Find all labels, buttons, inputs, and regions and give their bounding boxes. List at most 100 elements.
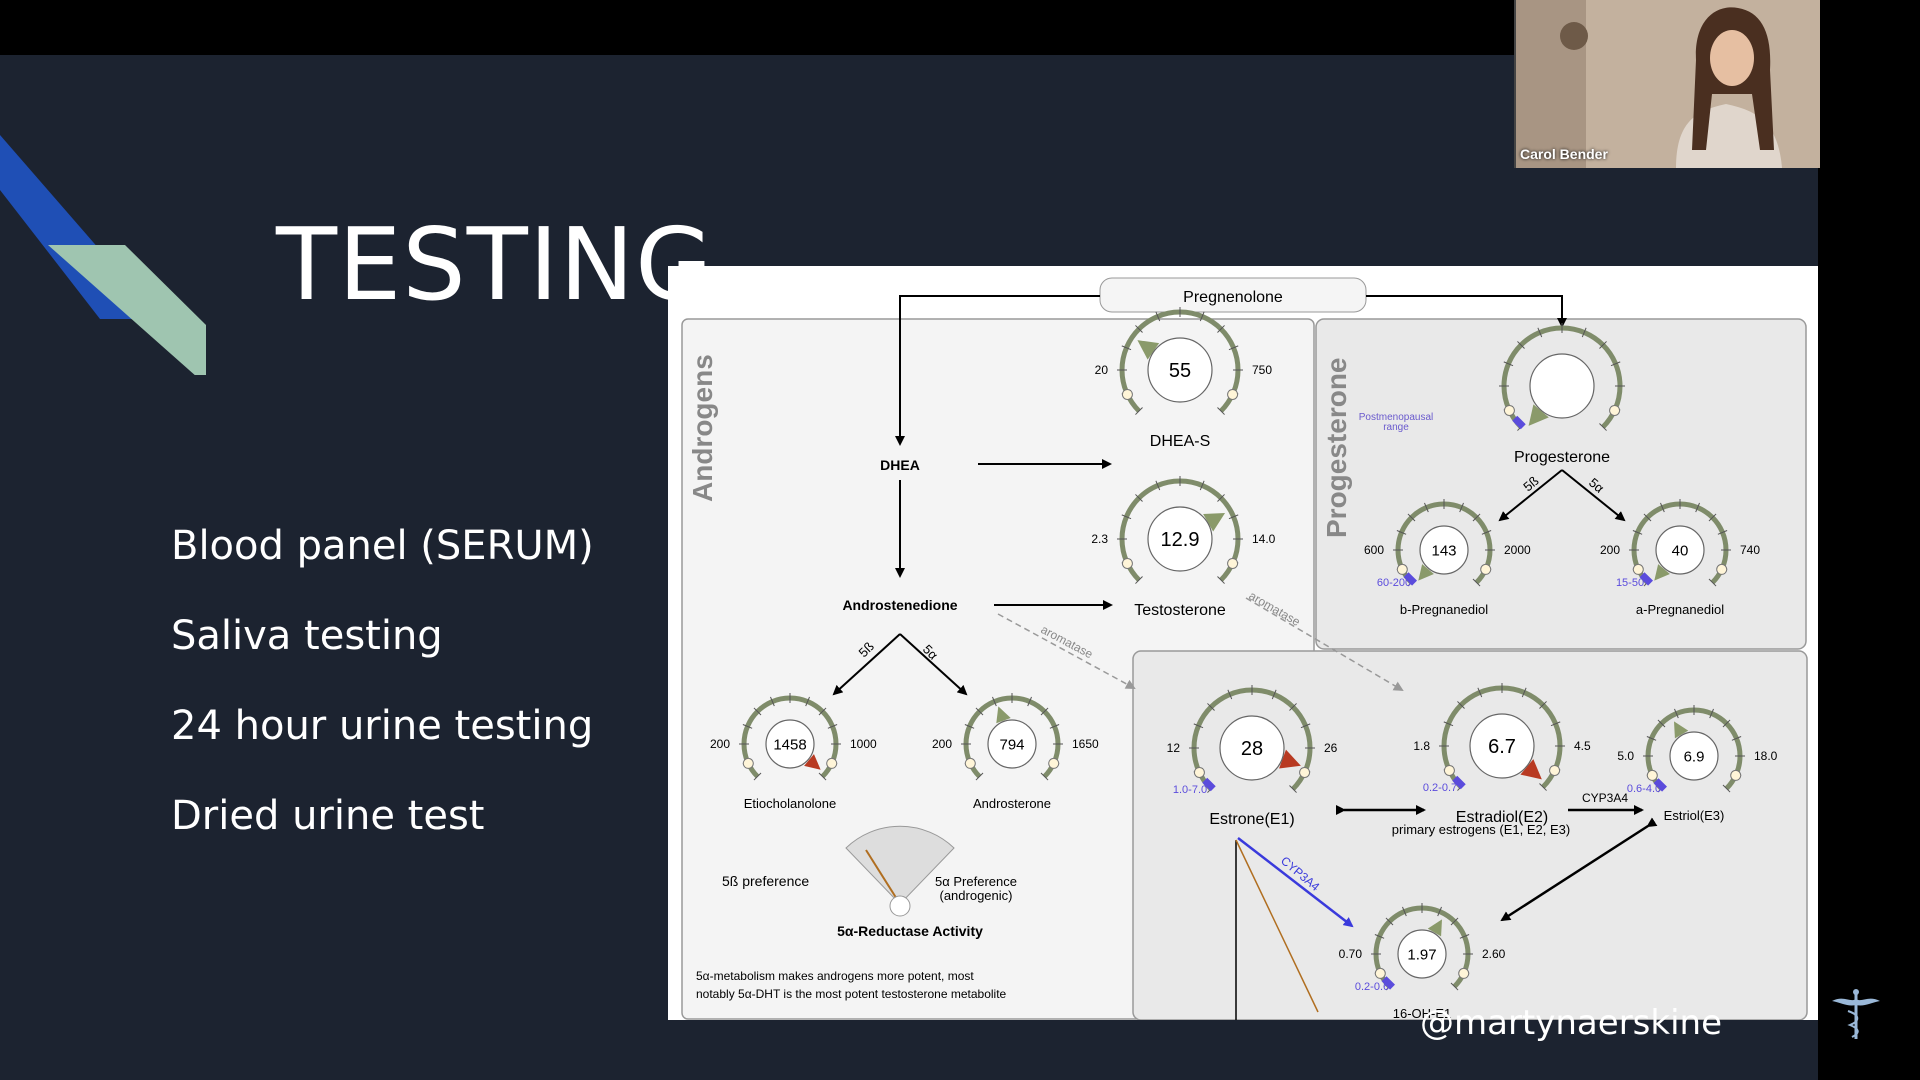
gauge-tick: [1632, 530, 1643, 535]
gauge-tick: [1155, 480, 1161, 491]
gauge-tick: [1199, 480, 1205, 491]
gauge-high-limit: 1000: [850, 737, 877, 751]
gauge-label: 16-OH-E1: [1393, 1006, 1452, 1020]
bullet-item: Saliva testing: [171, 613, 443, 659]
reductase-right-label-2: (androgenic): [940, 888, 1013, 903]
gauge-pointer: [1137, 340, 1160, 360]
gauge-limit-star-icon: [1503, 404, 1515, 416]
gauge-range-marker: [1403, 572, 1418, 586]
arrow-preg-progesterone: [1366, 295, 1567, 328]
gauge-tick: [1040, 772, 1049, 781]
gauge-value: 12.9: [1161, 529, 1200, 551]
gauge-tick: [1135, 325, 1143, 333]
gauge-tick: [1271, 689, 1277, 700]
gauge-label: Testosterone: [1134, 602, 1226, 619]
gauge-low-limit: 20: [1095, 363, 1109, 377]
gauge-tick: [1709, 708, 1714, 719]
gauge-tick: [770, 696, 775, 707]
gauge-limit-star-icon: [1227, 388, 1239, 400]
gauge-tick: [1660, 502, 1665, 513]
gauge-center: [765, 719, 815, 769]
reductase-note-2: notably 5α-DHT is the most potent testos…: [696, 987, 1007, 1001]
line-e1-down-brown: [1235, 839, 1319, 1013]
gauge-value: 1458: [773, 736, 806, 753]
gauge-tick: [1708, 578, 1717, 587]
slide-title: TESTING: [276, 206, 714, 323]
gauge-tick: [1646, 736, 1657, 741]
gauge-pointer: [1203, 513, 1226, 532]
gauge-limit-star-icon: [1374, 967, 1386, 979]
gauge-tick: [1657, 719, 1666, 728]
gauge-tick: [1717, 530, 1728, 535]
gauge-limit-star-icon: [1193, 766, 1205, 778]
arrow-e3-16oh: [1500, 817, 1658, 922]
gauge-tick: [1708, 513, 1717, 522]
gauge-center: [1147, 337, 1213, 403]
gauge-reference-range: 15-50: [1616, 577, 1644, 589]
gauge-low-limit: 5.0: [1617, 749, 1634, 763]
gauge-tick: [742, 724, 753, 729]
gauge-tick: [1289, 703, 1297, 711]
gauge-center: [1529, 353, 1595, 419]
gauge-tick: [1135, 407, 1143, 415]
gauge-label: Estradiol(E2): [1456, 809, 1548, 826]
arrow-label-5beta-prog: 5ß: [1520, 473, 1541, 494]
gauge-tick: [975, 772, 984, 781]
reductase-title: 5α-Reductase Activity: [837, 923, 983, 939]
gauge-center: [1419, 525, 1469, 575]
gauge-high-limit: 2000: [1504, 543, 1531, 557]
gauge-value: 55: [1169, 360, 1191, 382]
gauge-range-marker: [1653, 778, 1668, 792]
gauge-limit-star-icon: [1121, 557, 1133, 569]
arrow-andro-5beta: [832, 633, 901, 696]
gauge-high-limit: 26: [1324, 741, 1338, 755]
gauge-tick: [1539, 701, 1547, 709]
gauge-tick: [1477, 687, 1483, 698]
gauge-center: [987, 719, 1037, 769]
gauge-label: DHEA-S: [1150, 433, 1210, 450]
gauge-pointer: [1279, 749, 1301, 769]
gauge-tick: [1396, 530, 1407, 535]
gauge-range-marker: [1452, 775, 1466, 790]
gauge-tick: [1472, 578, 1481, 587]
gauge-limit-star-icon: [1048, 757, 1060, 769]
gauge-progesterone: Progesterone: [1499, 323, 1625, 466]
gauge-value: 6.9: [1684, 748, 1705, 765]
gauge-tick: [1135, 494, 1143, 502]
gauge-tick: [1450, 982, 1459, 991]
gauge-pointer: [996, 706, 1011, 724]
gauge-tick: [1450, 917, 1459, 926]
arrow-preg-dhea: [895, 295, 1100, 446]
gauge-value: 1.97: [1407, 946, 1436, 963]
gauge-high-limit: 2.60: [1482, 947, 1506, 961]
gauge-limit-star-icon: [1730, 769, 1742, 781]
gauge-tick: [1695, 502, 1700, 513]
gauge-limit-star-icon: [742, 757, 754, 769]
gauge-center: [1397, 929, 1447, 979]
gauge-tick: [1517, 341, 1525, 349]
gauge-value: 28: [1241, 738, 1263, 760]
gauge-low-limit: 0.70: [1339, 947, 1363, 961]
gauge-reference-range: 0.2-0.6: [1355, 981, 1389, 993]
gauge-tick: [1217, 325, 1225, 333]
gauge-pointer: [1528, 404, 1549, 426]
gauge-limit-star-icon: [826, 757, 838, 769]
arrow-e1-16oh: [1237, 837, 1354, 928]
gauge-tick: [964, 724, 975, 729]
gauge-label: Estrone(E1): [1209, 811, 1294, 828]
arrow-andro-5alpha: [899, 633, 968, 696]
reductase-left-label: 5ß preference: [722, 873, 809, 889]
gauge-limit-star-icon: [1716, 563, 1728, 575]
gauge-tick: [1521, 687, 1527, 698]
gauge-tick: [1437, 906, 1442, 917]
gauge-high-limit: 740: [1740, 543, 1760, 557]
gauge-tick: [1643, 513, 1652, 522]
gauge-tick: [1289, 785, 1297, 793]
gauge-limit-star-icon: [1458, 967, 1470, 979]
gauge-center: [1469, 713, 1535, 779]
social-handle: @martynaerskine: [1420, 1003, 1722, 1043]
participant-name: Carol Bender: [1520, 146, 1608, 162]
participant-video[interactable]: Carol Bender: [1514, 0, 1820, 168]
